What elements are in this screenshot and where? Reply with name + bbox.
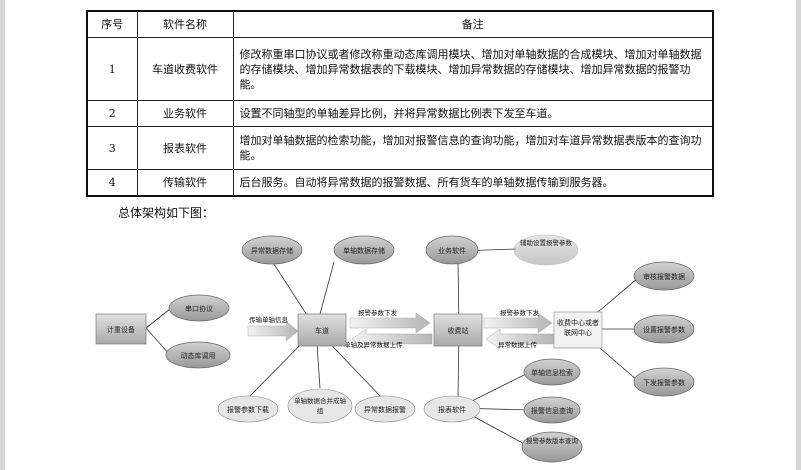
dynamic-lib-node: 动态库调用 [165,341,231,369]
arrow-label: 单轴及异常数据上传 [344,340,403,349]
axle-search-node: 单轴信息检索 [523,358,581,386]
node-label: 计重设备 [107,325,135,334]
assist-setting-node: 辅助设置报警参数 [513,234,579,266]
node-label: 辅助设置报警参数 [520,239,572,247]
node-label: 报警信息查询 [531,406,573,415]
arrow-label: 报警参数下发 [358,308,398,317]
alarm-version-query-node: 报警参数版本查询 [521,431,583,463]
business-software-node: 业务软件 [425,235,479,265]
arrow-right-shape [349,312,431,334]
software-table: 序号 软件名称 备注 1 车道收费软件 修改称重串口协议或者修改称重动态库调用模… [86,10,714,197]
row-no: 3 [86,126,138,170]
header-name: 软件名称 [136,10,234,38]
alarm-query-node: 报警信息查询 [523,396,581,424]
node-label: 报警参数下载 [227,405,269,414]
node-label: 串口协议 [185,304,213,313]
node-label: 收费站 [448,326,469,335]
row-no: 2 [86,100,138,127]
arrow-right-shape [247,320,299,342]
node-label: 异常数据报警 [364,405,406,414]
node-label: 动态库调用 [181,351,216,360]
arrow-right-shape [483,312,553,334]
toll-station-node: 收费站 [433,313,483,347]
row-name: 传输软件 [136,169,234,197]
node-label: 下发报警参数 [643,378,685,387]
lane-node: 车道 [297,313,347,347]
arrow-left-shape [485,328,555,350]
axle-compose-node: 单轴数据合并成轴组 [287,388,353,424]
set-alarm-param-node: 设置报警参数 [633,314,695,344]
row-note: 后台服务。自动将异常数据的报警数据、所有货车的单轴数据传输到服务器。 [232,169,714,197]
weighing-device-node: 计重设备 [95,313,147,345]
row-name: 业务软件 [136,100,234,127]
diagram-caption: 总体架构如下图： [118,206,215,220]
table-row: 2 业务软件 设置不同轴型的单轴差异比例，并将异常数据比例表下发至车道。 [86,100,714,127]
node-label: 设置报警参数 [643,325,685,334]
node-label: 报表软件 [438,405,466,414]
page-edge-left [0,0,5,470]
alarm-download-node: 报警参数下载 [217,395,279,423]
serial-protocol-node: 串口协议 [168,294,230,322]
header-note: 备注 [232,10,714,38]
node-label: 收费中心或者联网中心 [557,319,599,337]
arrow-label: 异常数据上传 [498,340,538,349]
abnormal-storage-node: 异常数据存储 [241,235,303,265]
node-label: 车道 [315,326,329,335]
table-row: 4 传输软件 后台服务。自动将异常数据的报警数据、所有货车的单轴数据传输到服务器… [86,169,714,197]
node-label: 异常数据存储 [251,246,293,255]
row-note: 修改称重串口协议或者修改称重动态库调用模块、增加对单轴数据的合成模块、增加对单轴… [232,37,714,101]
table-row: 3 报表软件 增加对单轴数据的检索功能，增加对报警信息的查询功能，增加对车道异常… [86,126,714,170]
table-row: 1 车道收费软件 修改称重串口协议或者修改称重动态库调用模块、增加对单轴数据的合… [86,37,714,101]
node-label: 单轴数据存储 [343,246,385,255]
table-header-row: 序号 软件名称 备注 [86,10,714,38]
node-label: 单轴信息检索 [531,368,573,377]
center-node: 收费中心或者联网中心 [553,311,603,349]
arrow-label: 报警参数下发 [500,308,540,317]
header-no: 序号 [86,10,138,38]
row-no: 4 [86,169,138,197]
row-no: 1 [86,37,138,101]
node-label: 单轴数据合并成轴组 [294,397,346,415]
audit-alarm-node: 审核报警数据 [633,261,695,291]
page-edge-right [796,0,801,470]
report-software-node: 报表软件 [423,395,481,423]
single-axle-storage-node: 单轴数据存储 [333,235,395,265]
row-name: 报表软件 [136,126,234,170]
issue-alarm-param-node: 下发报警参数 [633,367,695,397]
abnormal-alarm-node: 异常数据报警 [354,395,416,423]
node-label: 报警参数版本查询 [526,437,578,445]
row-note: 增加对单轴数据的检索功能，增加对报警信息的查询功能，增加对车道异常数据表版本的查… [232,126,714,170]
architecture-diagram: 传输单轴信息 报警参数下发 单轴及异常数据上传 报警参数下发 异常数据上传 计重… [95,234,695,463]
arrow-left-shape [351,328,433,350]
row-name: 车道收费软件 [136,37,234,101]
node-label: 审核报警数据 [643,272,685,281]
node-label: 业务软件 [438,246,466,255]
row-note: 设置不同轴型的单轴差异比例，并将异常数据比例表下发至车道。 [232,100,714,127]
arrow-label: 传输单轴信息 [249,315,289,324]
